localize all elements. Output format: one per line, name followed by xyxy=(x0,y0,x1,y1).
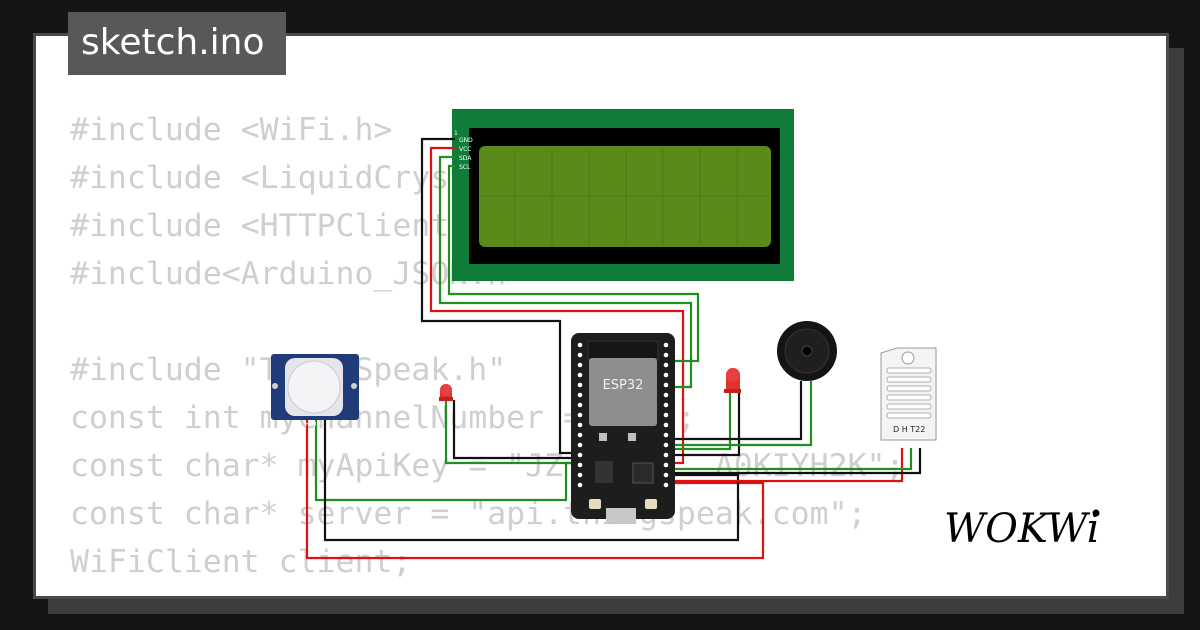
lcd-pin-label: SDA xyxy=(459,155,472,162)
lcd-pin-label: GND xyxy=(459,137,473,144)
dht22-sensor: D H T22 xyxy=(880,347,937,441)
wires xyxy=(305,137,922,560)
wokwi-logo-text: WOKWi xyxy=(944,506,1100,552)
code-line: const char* myApiKey = "JZ A0KIYH2K"; xyxy=(70,448,905,484)
code-line: #include <WiFi.h> xyxy=(70,112,393,148)
led-red-2 xyxy=(724,368,741,393)
buzzer xyxy=(777,321,837,381)
circuit-diagram: 1 GND VCC SDA SCL xyxy=(271,109,937,560)
pir-pin-labels: + D - xyxy=(303,420,322,428)
led-red-1 xyxy=(439,384,453,401)
lcd-pin-label: VCC xyxy=(459,146,471,153)
pir-sensor: + D - xyxy=(271,354,359,428)
dht22-label: D H T22 xyxy=(893,425,925,434)
code-line: WiFiClient client; xyxy=(70,544,412,580)
esp32-board: ESP32 xyxy=(571,333,675,524)
lcd-display: 1 GND VCC SDA SCL xyxy=(452,109,794,281)
svg-text:1: 1 xyxy=(454,130,458,137)
wokwi-logo: WOKWi xyxy=(944,506,1100,552)
project-card[interactable]: #include <WiFi.h>#include <LiquidCrystal… xyxy=(33,33,1169,599)
file-name-tab[interactable]: sketch.ino xyxy=(68,12,286,75)
lcd-pin-label: SCL xyxy=(459,164,471,171)
esp32-label: ESP32 xyxy=(603,378,644,393)
